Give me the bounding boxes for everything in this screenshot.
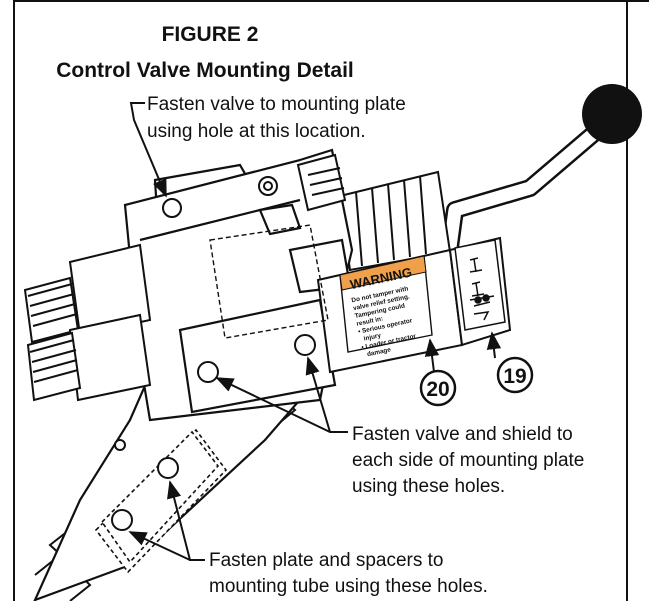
warning-header-bar <box>339 255 427 291</box>
lever-knob <box>582 84 642 144</box>
item-number-20: 20 <box>419 369 457 407</box>
item-number-19: 19 <box>496 356 534 394</box>
valve-hidden-outline <box>209 224 329 339</box>
warning-decal: WARNING Do not tamper with valve relief … <box>339 255 433 358</box>
callout-shield-holes: using these holes. <box>352 476 505 497</box>
callout-shield-holes: each side of mounting plate <box>352 450 584 471</box>
plate-mount-hole <box>157 457 179 479</box>
warning-text-line: damage <box>366 346 392 358</box>
hydraulic-fittings <box>23 243 152 402</box>
warning-text-line: injury <box>363 332 382 343</box>
plate-mount-hole <box>111 509 133 531</box>
shield-mount-hole <box>197 361 219 383</box>
figure-title: Control Valve Mounting Detail <box>56 59 354 82</box>
tube-hole <box>114 439 126 451</box>
valve-mount-hole <box>162 198 182 218</box>
svg-text:19: 19 <box>503 365 526 388</box>
leader-lines <box>128 102 502 561</box>
shield-mount-hole <box>294 334 316 356</box>
callout-valve-hole: Fasten valve to mounting plate <box>147 94 406 115</box>
svg-text:20: 20 <box>426 378 449 401</box>
control-lever <box>439 84 642 271</box>
callout-valve-hole: using hole at this location. <box>147 121 366 142</box>
callout-plate-holes: mounting tube using these holes. <box>209 576 488 597</box>
callout-plate-holes: Fasten plate and spacers to <box>209 550 443 571</box>
mounting-holes <box>111 198 316 531</box>
figure-number: FIGURE 2 <box>162 23 259 46</box>
valve-top-fitting <box>258 153 347 212</box>
callout-shield-holes: Fasten valve and shield to <box>352 424 573 445</box>
control-pattern-decal <box>454 239 506 331</box>
